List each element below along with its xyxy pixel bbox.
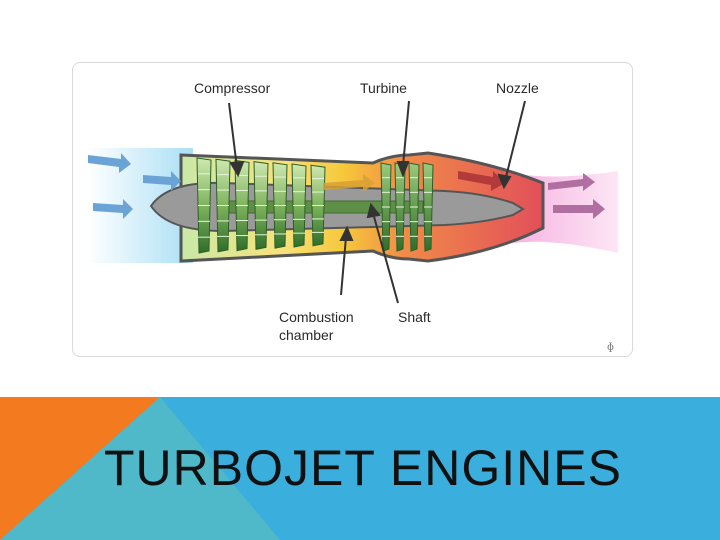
arrow-icon bbox=[88, 153, 131, 173]
turbojet-diagram: ɸ Compressor Turbine Nozzle Combustion c… bbox=[72, 62, 633, 357]
title-band bbox=[0, 397, 720, 540]
combustion-chamber-label-line2: chamber bbox=[279, 327, 334, 343]
artist-mark: ɸ bbox=[607, 342, 614, 353]
nozzle-label: Nozzle bbox=[496, 80, 539, 96]
arrow-icon bbox=[93, 199, 133, 219]
compressor-blades bbox=[196, 157, 326, 254]
slide-title: TURBOJET ENGINES bbox=[104, 440, 622, 496]
shaft-label: Shaft bbox=[398, 309, 431, 325]
core-flow-arrows bbox=[323, 174, 375, 192]
band-teal-facet bbox=[0, 397, 280, 540]
arrowhead-icon bbox=[229, 160, 245, 178]
arrow-icon bbox=[143, 171, 181, 191]
leader-lines bbox=[228, 100, 526, 304]
arrowhead-icon bbox=[497, 173, 512, 190]
arrow-icon bbox=[548, 173, 595, 191]
arrowhead-icon bbox=[396, 161, 410, 178]
airflow-arrows bbox=[88, 153, 181, 219]
turbine-blades bbox=[380, 162, 434, 252]
compressor-label: Compressor bbox=[194, 80, 271, 96]
arrow-icon bbox=[553, 199, 605, 219]
exhaust-arrows bbox=[458, 171, 605, 219]
engine-illustration: ɸ bbox=[87, 100, 618, 353]
turbine-label: Turbine bbox=[360, 80, 407, 96]
arrow-icon bbox=[458, 171, 505, 191]
combustion-chamber-label-line1: Combustion bbox=[279, 309, 354, 325]
arrowhead-icon bbox=[339, 225, 354, 241]
title-band-shapes bbox=[0, 397, 720, 540]
arrow-icon bbox=[323, 174, 375, 192]
arrowhead-icon bbox=[366, 202, 381, 219]
